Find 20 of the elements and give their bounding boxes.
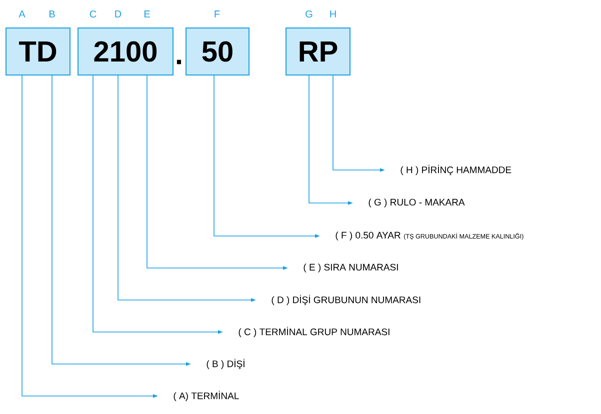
code-box: TD (6, 28, 70, 76)
description-text: ( A) TERMİNAL (174, 390, 239, 402)
position-letter: A (18, 10, 26, 18)
description-text: ( D ) DİŞİ GRUBUNUN NUMARASI (272, 294, 420, 306)
position-letter: G (306, 10, 312, 18)
position-letter: E (144, 10, 150, 18)
code-box: 50 (186, 28, 250, 76)
description-text: ( E ) SIRA NUMARASI (304, 264, 398, 272)
dot-separator: . (176, 60, 182, 64)
code-box: 2100 (78, 28, 174, 76)
description-text: ( B ) DİŞİ (206, 358, 244, 370)
position-letter: F (214, 10, 220, 18)
position-letter: B (50, 10, 55, 18)
description-text: ( H ) PİRİNÇ HAMMADDE (400, 164, 512, 176)
position-letter: C (90, 10, 96, 18)
position-letter: D (115, 10, 122, 18)
description-text: ( G ) RULO - MAKARA (368, 198, 465, 208)
position-letter: H (330, 10, 336, 18)
code-box: RP (286, 28, 350, 76)
description-text: ( C ) TERMİNAL GRUP NUMARASI (238, 326, 390, 338)
